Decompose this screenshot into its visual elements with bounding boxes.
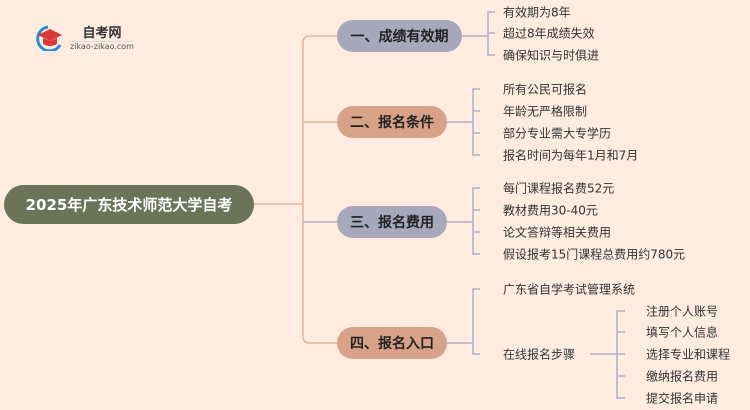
step-leaf: 注册个人账号 xyxy=(646,304,719,319)
leaf: 确保知识与时俱进 xyxy=(503,48,600,63)
leaf: 超过8年成绩失效 xyxy=(503,26,595,41)
leaf: 广东省自学考试管理系统 xyxy=(503,282,636,297)
leaf: 部分专业需大专学历 xyxy=(503,126,612,141)
leaf: 有效期为8年 xyxy=(503,5,571,20)
logo-url: zikao-zikao.com xyxy=(70,41,134,51)
leaf: 论文答辩等相关费用 xyxy=(503,225,612,240)
branch-entry[interactable]: 四、报名入口 xyxy=(337,327,447,359)
leaf: 教材费用30-40元 xyxy=(503,203,598,218)
root-node[interactable]: 2025年广东技术师范大学自考 xyxy=(4,185,254,224)
step-leaf: 提交报名申请 xyxy=(646,391,719,406)
leaf: 报名时间为每年1月和7月 xyxy=(503,148,639,163)
leaf: 每门课程报名费52元 xyxy=(503,181,615,196)
graduation-cap-icon xyxy=(36,25,62,51)
step-leaf: 缴纳报名费用 xyxy=(646,369,719,384)
leaf: 假设报考15门课程总费用约780元 xyxy=(503,247,686,262)
branch-validity[interactable]: 一、成绩有效期 xyxy=(337,20,462,52)
leaf: 所有公民可报名 xyxy=(503,82,588,97)
branch-conditions[interactable]: 二、报名条件 xyxy=(337,106,447,138)
step-leaf: 选择专业和课程 xyxy=(646,347,731,362)
leaf: 年龄无严格限制 xyxy=(503,104,588,119)
branch-fees[interactable]: 三、报名费用 xyxy=(337,206,447,238)
step-leaf: 填写个人信息 xyxy=(646,325,719,340)
leaf: 在线报名步骤 xyxy=(503,347,576,362)
logo-title: 自考网 xyxy=(82,26,122,41)
